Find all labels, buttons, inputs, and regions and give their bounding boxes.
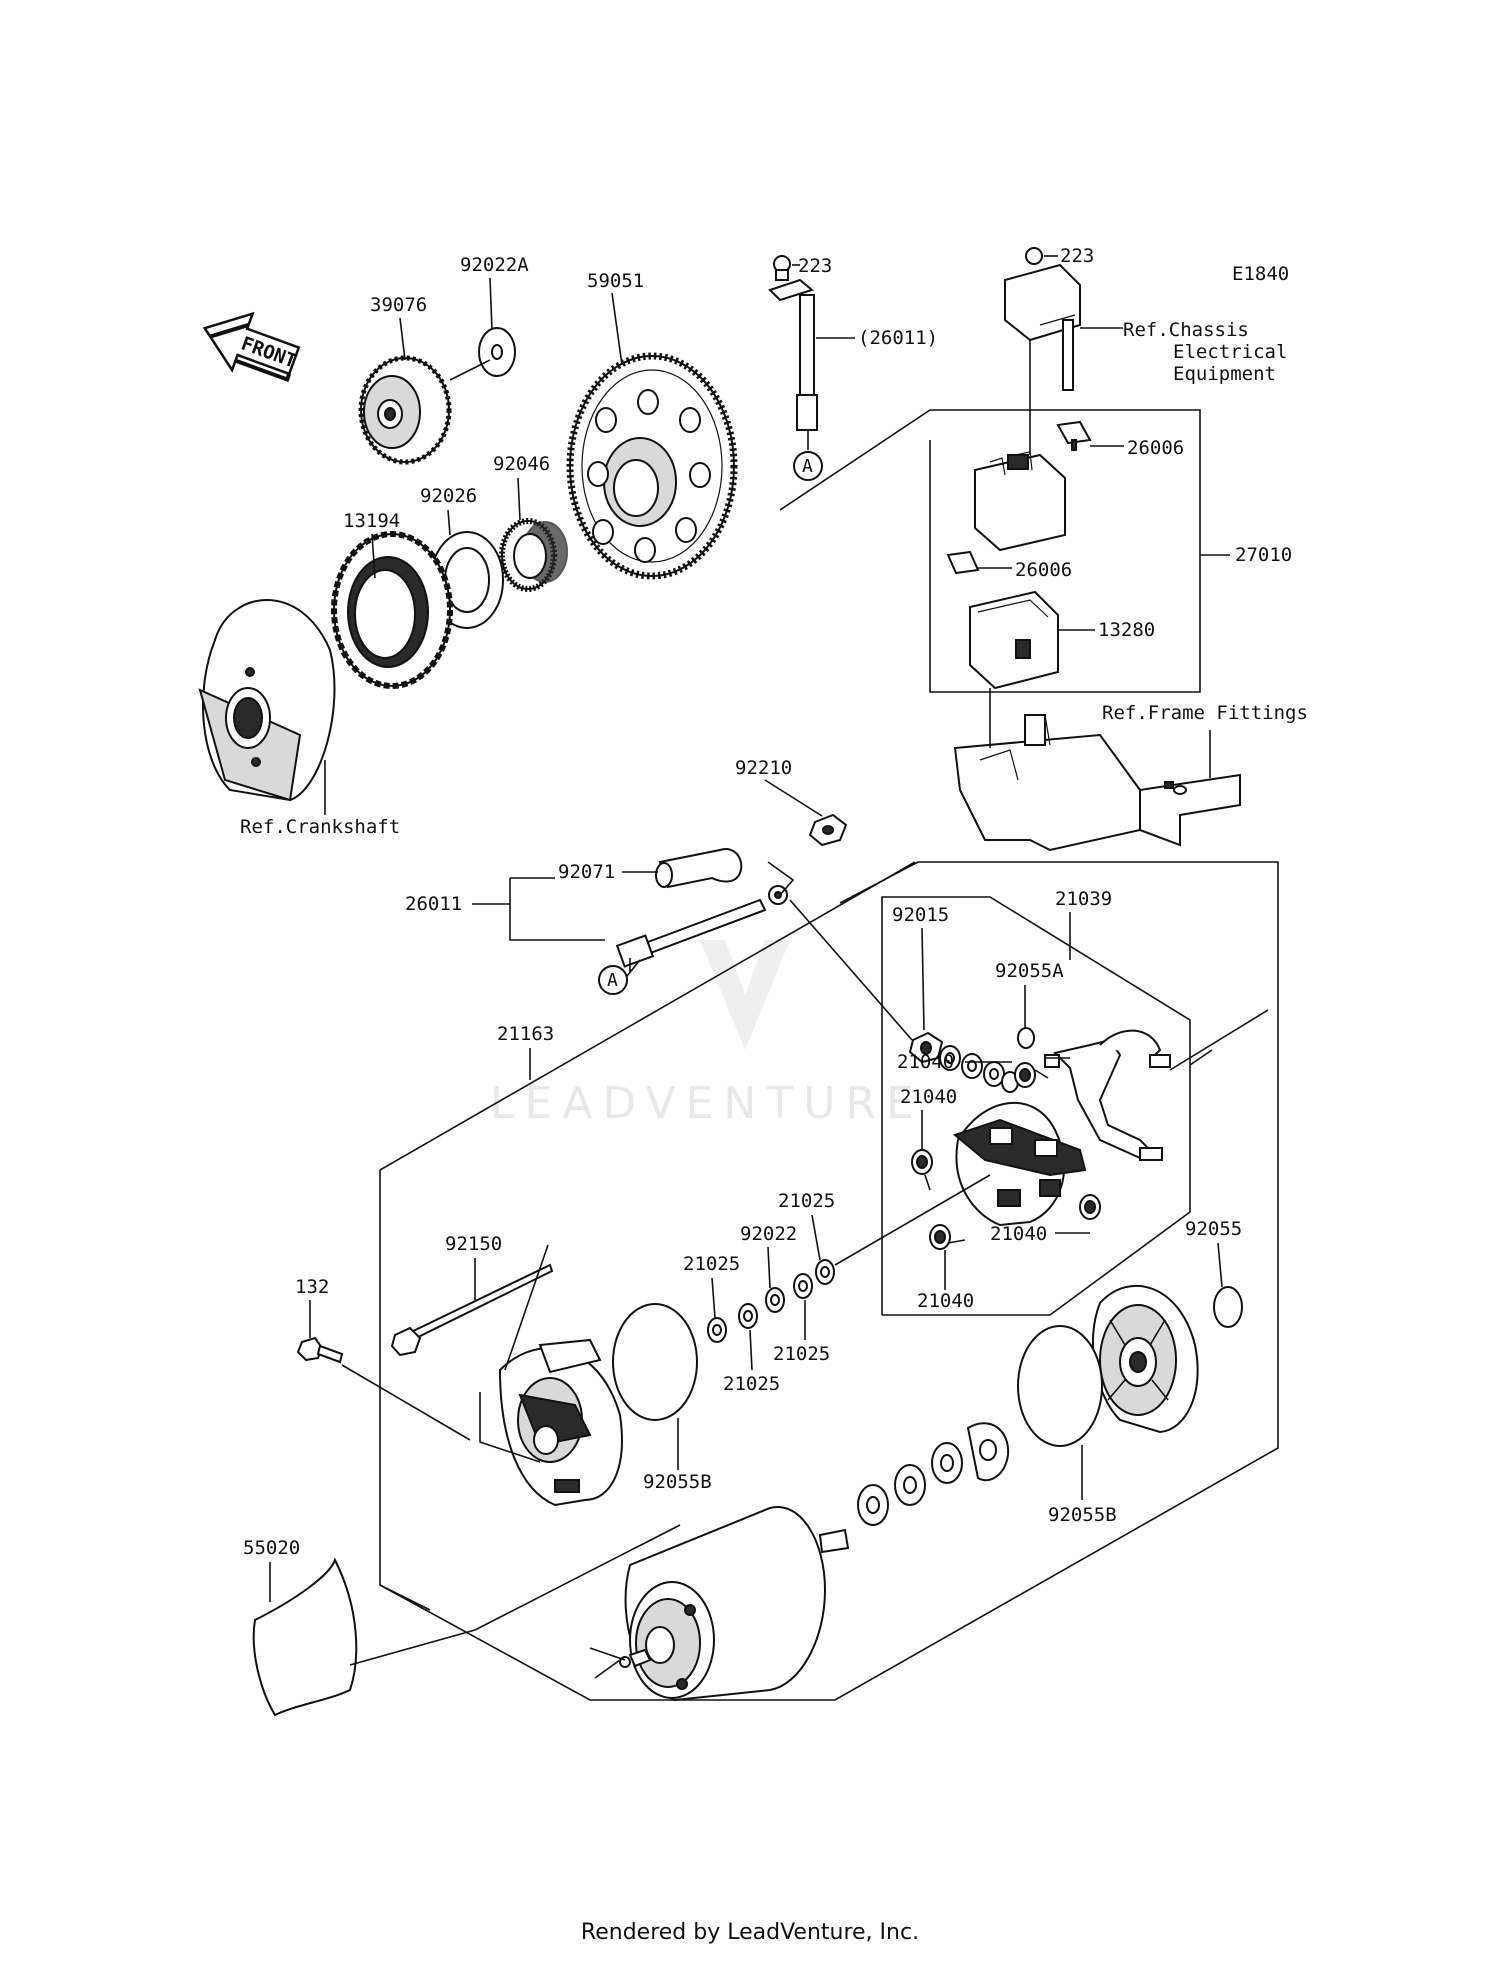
ref-chassis-3: Equipment [1173, 363, 1276, 385]
nut-92015 [908, 1031, 944, 1064]
frame-fitting-bracket [953, 688, 1241, 852]
leadventure-watermark: LEADVENTURE [490, 940, 924, 1129]
label-21163: 21163 [497, 1023, 554, 1045]
bracket-21039 [881, 896, 1191, 1316]
washer-21025-c [738, 1303, 758, 1329]
rotor-crankshaft [198, 599, 336, 802]
label-92022A: 92022A [460, 254, 529, 276]
oring-92055B-right [1017, 1325, 1103, 1447]
armature-washers [857, 1422, 1010, 1526]
oring-92055B-left [612, 1303, 698, 1421]
label-59051: 59051 [587, 270, 644, 292]
label-21039: 21039 [1055, 888, 1112, 910]
label-26011: 26011 [405, 893, 462, 915]
washer-21025-d [793, 1273, 813, 1299]
label-92055: 92055 [1185, 1218, 1242, 1240]
label-26006-bottom: 26006 [1015, 559, 1072, 581]
footer-credit: Rendered by LeadVenture, Inc. [580, 1920, 920, 1945]
label-132: 132 [295, 1276, 329, 1298]
callout-a-bottom [598, 965, 628, 995]
cable-26011-upper [768, 255, 818, 431]
label-223-right: 223 [1060, 245, 1094, 267]
label-21025-a: 21025 [778, 1190, 835, 1212]
label-92210: 92210 [735, 757, 792, 779]
ref-crankshaft: Ref.Crankshaft [240, 816, 400, 838]
label-39076: 39076 [370, 294, 427, 316]
label-21040-a: 21040 [897, 1051, 954, 1073]
one-way-clutch-13194 [331, 531, 453, 689]
gear-59051 [566, 352, 738, 580]
callout-a-top-text: A [802, 456, 813, 477]
label-21040-b: 21040 [900, 1086, 957, 1108]
front-direction-arrow: FRONT [202, 311, 301, 383]
washer-21025-a [815, 1259, 835, 1285]
cover-55020 [252, 1557, 358, 1717]
label-21040-d: 21040 [917, 1290, 974, 1312]
label-92022: 92022 [740, 1223, 797, 1245]
nut-92210 [808, 813, 848, 847]
label-55020: 55020 [243, 1537, 300, 1559]
end-cover-right [1091, 1285, 1199, 1434]
watermark-text: LEADVENTURE [490, 1078, 924, 1129]
label-92071: 92071 [558, 861, 615, 883]
bracket-21163 [379, 861, 1279, 1701]
spring-21040-d [929, 1224, 966, 1250]
label-92055A: 92055A [995, 960, 1064, 982]
spring-21040-a [1014, 1062, 1049, 1088]
fuse-26006-top [1056, 420, 1092, 451]
needle-bearing-92046 [499, 518, 568, 592]
through-bolt-92150 [390, 1263, 554, 1357]
label-92046: 92046 [493, 453, 550, 475]
starter-relay [974, 340, 1066, 552]
label-21025-b: 21025 [683, 1253, 740, 1275]
ref-chassis-2: Electrical [1173, 341, 1287, 363]
label-92026: 92026 [420, 485, 477, 507]
fuse-26006-bottom [946, 550, 980, 575]
ref-chassis-1: Ref.Chassis [1123, 319, 1249, 341]
ref-frame-fittings: Ref.Frame Fittings [1102, 702, 1308, 724]
label-21025-c: 21025 [723, 1373, 780, 1395]
cable-26011-lower [615, 885, 788, 968]
spring-21040-c [1079, 1194, 1101, 1220]
front-cover [498, 1338, 623, 1507]
label-21040-c: 21040 [990, 1223, 1047, 1245]
relay-holder-13280 [969, 590, 1059, 690]
label-27010: 27010 [1235, 544, 1292, 566]
washer-92022 [765, 1287, 785, 1313]
bolt-132 [296, 1336, 344, 1364]
label-21025-d: 21025 [773, 1343, 830, 1365]
label-223-left: 223 [798, 255, 832, 277]
diagram-code: E1840 [1232, 263, 1289, 285]
label-13280: 13280 [1098, 619, 1155, 641]
brush-terminal-bracket [1044, 1029, 1171, 1161]
oring-92055A [1017, 1027, 1035, 1049]
boot-92071 [655, 848, 743, 889]
bracket-27010 [779, 409, 1201, 693]
label-92055B-left: 92055B [643, 1471, 712, 1493]
spring-21040-b [911, 1149, 933, 1191]
brush-holder-plate [952, 1101, 1087, 1227]
label-13194: 13194 [343, 510, 400, 532]
label-26006-top: 26006 [1127, 437, 1184, 459]
callout-a-top [793, 451, 823, 481]
chassis-connector [1004, 247, 1081, 391]
gear-39076 [358, 355, 452, 465]
label-92150: 92150 [445, 1233, 502, 1255]
callout-a-bottom-text: A [607, 970, 618, 991]
label-26011-bracket: (26011) [858, 327, 938, 349]
oring-92055 [1213, 1286, 1243, 1328]
armature-yoke [619, 1505, 850, 1702]
label-92055B-right: 92055B [1048, 1504, 1117, 1526]
washer-21025-b [707, 1317, 727, 1343]
label-92015: 92015 [892, 904, 949, 926]
